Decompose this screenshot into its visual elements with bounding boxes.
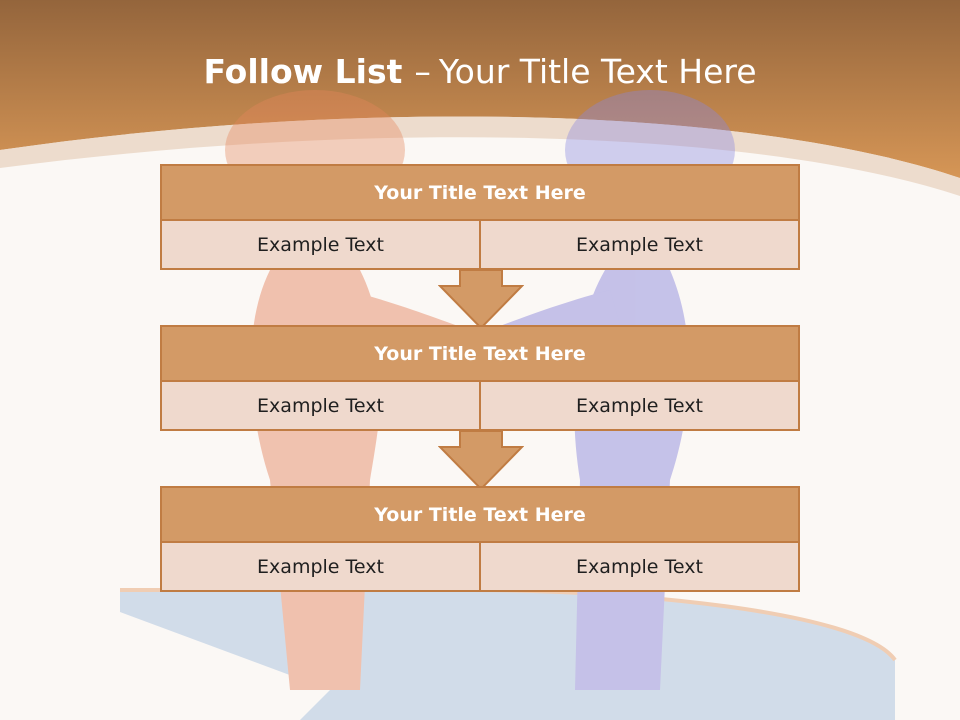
step-title-3: Your Title Text Here	[160, 486, 800, 543]
step-title-1: Your Title Text Here	[160, 164, 800, 221]
step-box-2: Your Title Text Here Example Text Exampl…	[160, 325, 800, 431]
step-box-3: Your Title Text Here Example Text Exampl…	[160, 486, 800, 592]
down-arrow-icon	[438, 270, 524, 330]
step-2-cell-right: Example Text	[481, 382, 800, 431]
down-arrow-icon	[438, 431, 524, 491]
step-box-1: Your Title Text Here Example Text Exampl…	[160, 164, 800, 270]
step-3-cell-left: Example Text	[160, 543, 481, 592]
step-2-cell-left: Example Text	[160, 382, 481, 431]
title-rest: Your Title Text Here	[438, 52, 757, 91]
step-cells-3: Example Text Example Text	[160, 543, 800, 592]
step-3-cell-right: Example Text	[481, 543, 800, 592]
title-separator: –	[414, 52, 431, 91]
step-1-cell-left: Example Text	[160, 221, 481, 270]
step-1-cell-right: Example Text	[481, 221, 800, 270]
slide-title: Follow List–Your Title Text Here	[0, 52, 960, 91]
step-cells-1: Example Text Example Text	[160, 221, 800, 270]
title-bold: Follow List	[203, 52, 403, 91]
step-title-2: Your Title Text Here	[160, 325, 800, 382]
step-cells-2: Example Text Example Text	[160, 382, 800, 431]
